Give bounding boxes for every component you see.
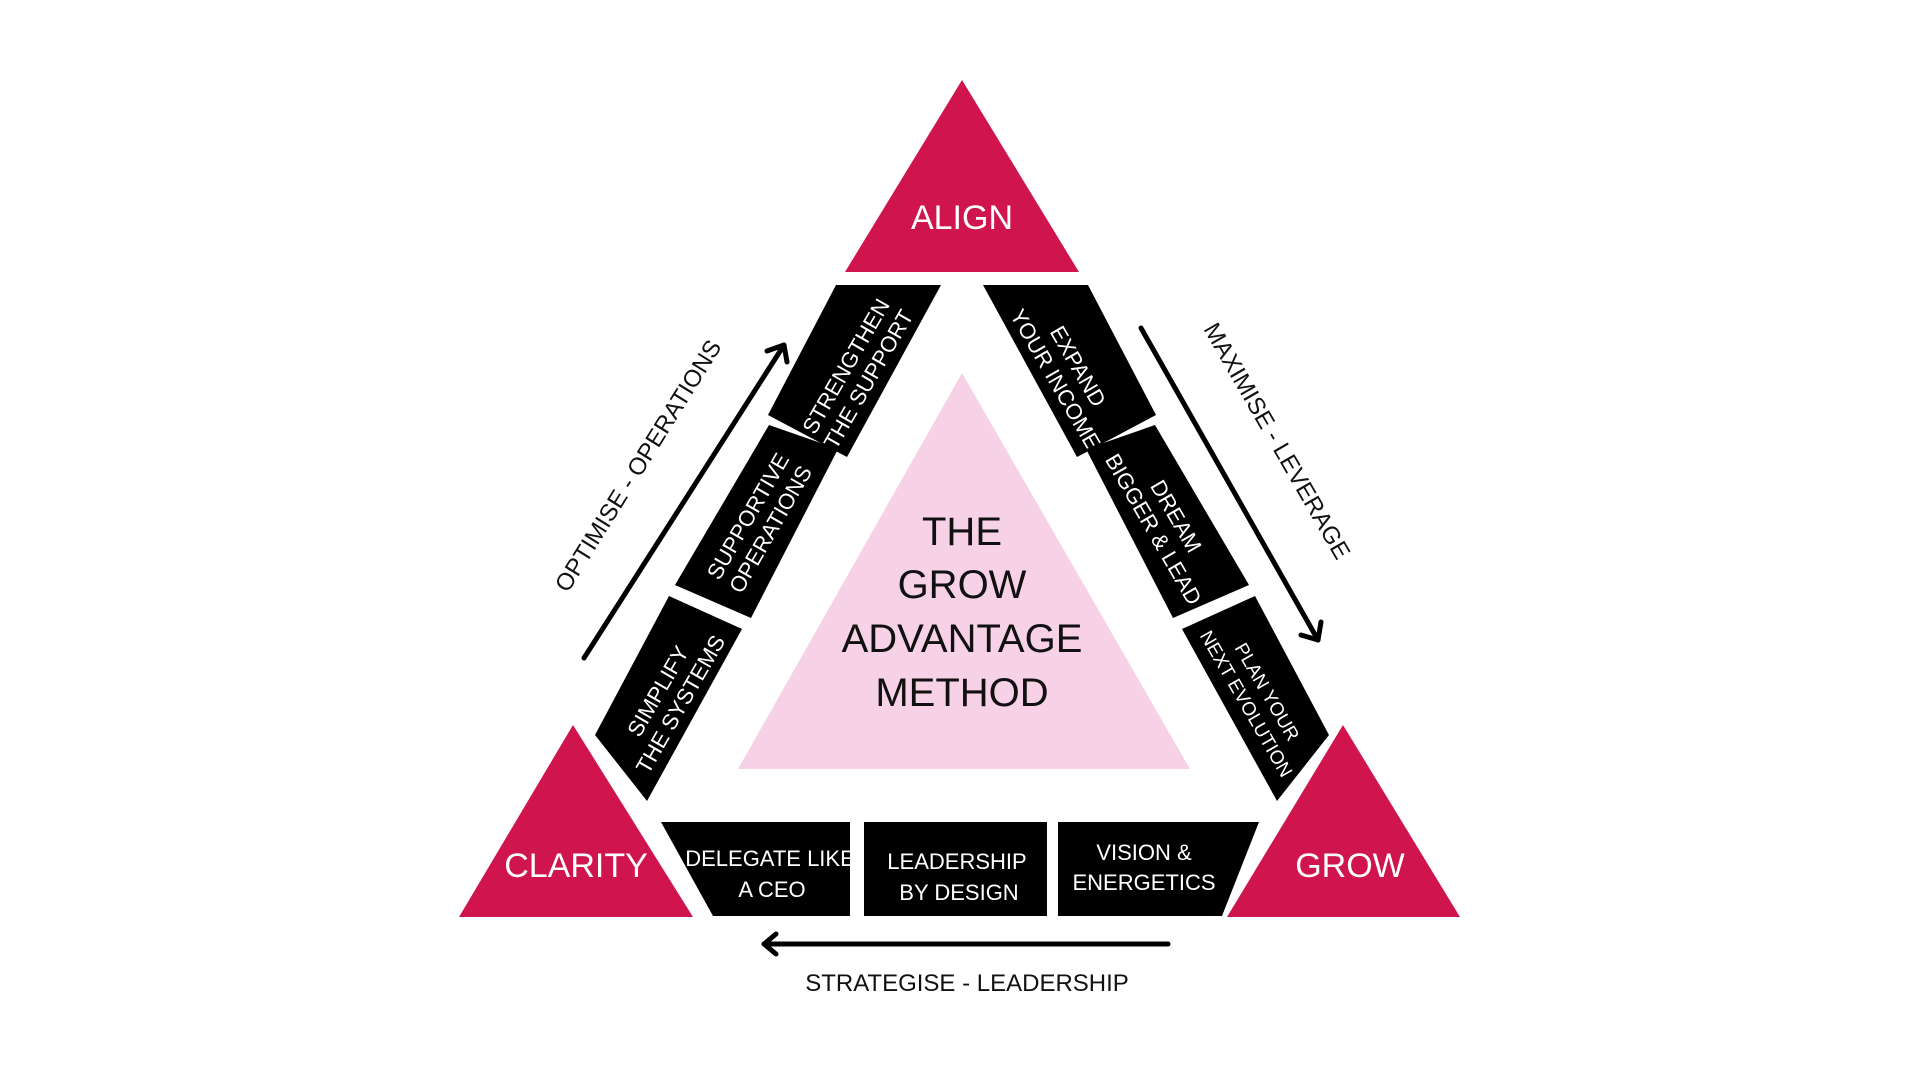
bottom-arrow-head-icon xyxy=(761,931,779,957)
center-title-line-4: METHOD xyxy=(875,671,1048,715)
bottom-side-label: STRATEGISE - LEADERSHIP xyxy=(805,970,1129,997)
left-box-3-shape xyxy=(595,596,742,801)
bottom-box-3-line-2: ENERGETICS xyxy=(1072,870,1215,895)
left-arrow xyxy=(581,342,790,661)
bottom-box-delegate: DELEGATE LIKE A CEO xyxy=(661,822,855,916)
bottom-box-2-line-2: BY DESIGN xyxy=(899,880,1018,905)
left-box-simplify: SIMPLIFY THE SYSTEMS xyxy=(595,596,742,801)
corner-align: ALIGN xyxy=(845,80,1079,272)
center-title-line-2: GROW xyxy=(898,563,1027,607)
left-box-strengthen: STRENGTHEN THE SUPPORT xyxy=(768,285,941,457)
align-label: ALIGN xyxy=(911,199,1013,237)
left-arrow-shaft xyxy=(581,342,787,661)
right-arrow-head-icon xyxy=(1298,619,1324,643)
bottom-arrow xyxy=(761,931,1171,957)
corner-grow: GROW xyxy=(1227,725,1460,917)
right-box-expand: EXPAND YOUR INCOME xyxy=(983,285,1156,457)
left-box-1-shape xyxy=(768,285,941,457)
center-triangle xyxy=(738,373,1190,769)
right-box-1-shape xyxy=(983,285,1156,457)
corner-clarity: CLARITY xyxy=(459,725,693,917)
left-box-supportive: SUPPORTIVE OPERATIONS xyxy=(675,425,838,618)
clarity-label: CLARITY xyxy=(504,847,648,885)
right-box-dream: DREAM BIGGER & LEAD xyxy=(1086,425,1249,618)
align-triangle xyxy=(845,80,1079,272)
clarity-triangle xyxy=(459,725,693,917)
bottom-box-3-shape xyxy=(1058,822,1259,916)
left-arrow-head-icon xyxy=(764,342,790,365)
grow-triangle xyxy=(1227,725,1460,917)
right-box-3-shape xyxy=(1182,596,1329,801)
right-arrow-shaft xyxy=(1138,325,1321,643)
right-side-label: MAXIMISE - LEVERAGE xyxy=(1198,318,1355,564)
right-box-2-shape xyxy=(1086,425,1249,618)
bottom-box-leadership: LEADERSHIP BY DESIGN xyxy=(864,822,1047,916)
bottom-box-1-line-1: DELEGATE LIKE xyxy=(685,846,855,871)
bottom-box-vision: VISION & ENERGETICS xyxy=(1058,822,1259,916)
bottom-box-1-line-2: A CEO xyxy=(738,877,805,902)
grow-label: GROW xyxy=(1295,847,1405,885)
bottom-box-3-line-1: VISION & xyxy=(1096,840,1192,865)
bottom-box-2-line-1: LEADERSHIP xyxy=(887,849,1026,874)
center-title-line-1: THE xyxy=(922,510,1002,554)
center-title-line-3: ADVANTAGE xyxy=(842,617,1083,661)
left-box-2-shape xyxy=(675,425,838,618)
right-arrow xyxy=(1138,325,1324,643)
right-box-plan: PLAN YOUR NEXT EVOLUTION xyxy=(1182,596,1329,801)
bottom-box-2-shape xyxy=(864,822,1047,916)
bottom-box-1-shape xyxy=(661,822,850,916)
